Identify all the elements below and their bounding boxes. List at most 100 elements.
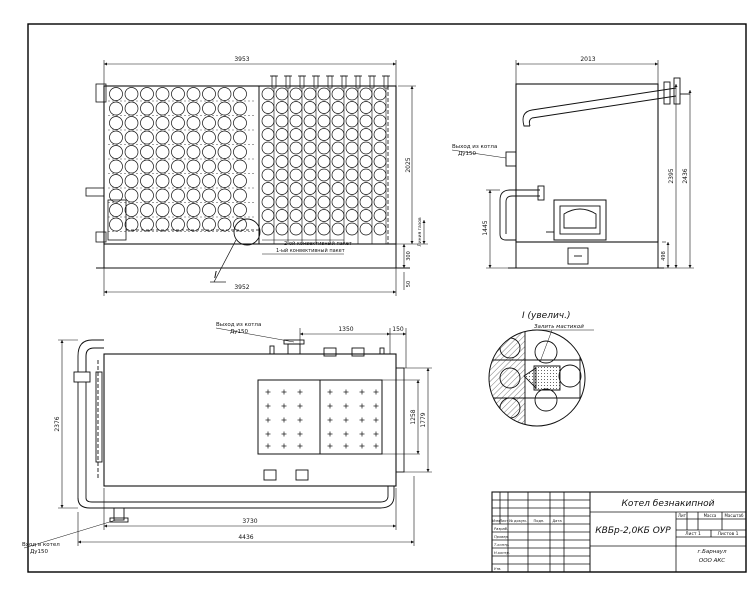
tube-section: [359, 128, 373, 141]
tube-section: [317, 195, 331, 209]
tube-section: [303, 155, 317, 168]
tube-section: [202, 87, 216, 101]
tb-role-label: Утв.: [494, 567, 502, 571]
tube-section: [124, 87, 139, 101]
tube-section: [275, 155, 289, 168]
tube-section: [317, 155, 331, 168]
dim-side-left: 1445: [482, 220, 489, 235]
tube-section: [217, 174, 232, 188]
dim-plan-bottom-inner: 3730: [242, 518, 257, 525]
tube-section: [373, 209, 387, 222]
tube-section: [202, 159, 216, 174]
tube-section: [331, 209, 345, 222]
tube-section: [261, 101, 275, 114]
tube-section: [202, 130, 216, 145]
tube-section: [217, 188, 232, 203]
tube-section: [289, 209, 303, 222]
tube-section: [140, 188, 154, 203]
tube-section: [359, 222, 373, 236]
tube-section: [275, 114, 289, 128]
tube-section: [171, 159, 185, 174]
tube-section: [345, 141, 359, 155]
plan-view: [73, 339, 405, 523]
tube-section: [331, 155, 345, 168]
tube-section: [373, 128, 387, 141]
tube-section: [155, 159, 170, 174]
tube-section: [275, 128, 289, 141]
tube-section: [261, 182, 275, 195]
tube-section: [373, 222, 387, 236]
tube-section: [275, 101, 289, 114]
tube-section: [275, 87, 289, 101]
tb-name: Котел безнакипной: [622, 499, 715, 509]
section-mark: I: [214, 270, 217, 281]
tube-section: [331, 168, 345, 182]
tube-section: [186, 203, 201, 217]
tube-section: [289, 141, 303, 155]
tube-section: [233, 217, 247, 232]
tube-section: [275, 195, 289, 209]
tb-role-label: Разраб.: [494, 527, 508, 531]
tube-section: [233, 159, 247, 174]
tube-section: [171, 145, 185, 159]
tube-section: [124, 217, 139, 232]
tube-section: [233, 87, 247, 101]
tube-section: [109, 145, 123, 159]
dim-front-top: 3953: [234, 56, 249, 63]
plan-inlet-line2: Ду150: [30, 549, 49, 555]
tube-section: [217, 87, 232, 101]
tube-section: [124, 174, 139, 188]
tube-section: [359, 195, 373, 209]
tube-section: [275, 209, 289, 222]
tb-column-header: № докум.: [509, 519, 527, 523]
plan-dims: [58, 328, 432, 546]
tube-section: [202, 217, 216, 232]
tube-section: [317, 141, 331, 155]
tube-section: [202, 174, 216, 188]
dim-side-base: 498: [661, 251, 667, 261]
tube-section: [359, 182, 373, 195]
dim-plan-top1: 1350: [338, 326, 353, 333]
front-view: [85, 75, 410, 283]
tube-section: [186, 87, 201, 101]
tube-section: [155, 116, 170, 130]
tube-section: [155, 203, 170, 217]
tube-section: [331, 114, 345, 128]
tube-section: [233, 145, 247, 159]
tb-column-header: Изм: [492, 519, 500, 523]
tube-section: [373, 182, 387, 195]
tube-section: [359, 209, 373, 222]
tube-section: [317, 168, 331, 182]
tb-city: г.Барнаул: [697, 549, 726, 555]
tube-section: [186, 101, 201, 116]
tb-role-label: Т.контр.: [494, 543, 510, 547]
dim-plan-right-outer: 1779: [420, 412, 427, 427]
tube-section: [345, 114, 359, 128]
tube-section: [331, 195, 345, 209]
tube-section: [217, 159, 232, 174]
tb-column-header: Дата: [552, 519, 561, 523]
tube-section: [303, 101, 317, 114]
tb-column-header: Подп.: [534, 519, 545, 523]
tube-section: [186, 217, 201, 232]
tube-section: [109, 217, 123, 232]
tube-section: [109, 174, 123, 188]
tube-section: [202, 188, 216, 203]
dim-front-bottom: 3952: [234, 284, 249, 291]
tube-section: [171, 203, 185, 217]
tube-section: [317, 101, 331, 114]
tube-section: [373, 114, 387, 128]
tube-section: [186, 188, 201, 203]
tube-section: [345, 195, 359, 209]
dim-front-height: 2025: [405, 157, 412, 172]
tube-section: [289, 168, 303, 182]
tube-section: [233, 174, 247, 188]
tube-section: [261, 195, 275, 209]
tube-section: [275, 182, 289, 195]
tube-section: [155, 87, 170, 101]
tb-code: КВБр-2,0КБ ОУР: [595, 526, 671, 536]
tube-section: [171, 174, 185, 188]
tube-section: [289, 155, 303, 168]
tb-role-label: Провер.: [494, 535, 509, 539]
